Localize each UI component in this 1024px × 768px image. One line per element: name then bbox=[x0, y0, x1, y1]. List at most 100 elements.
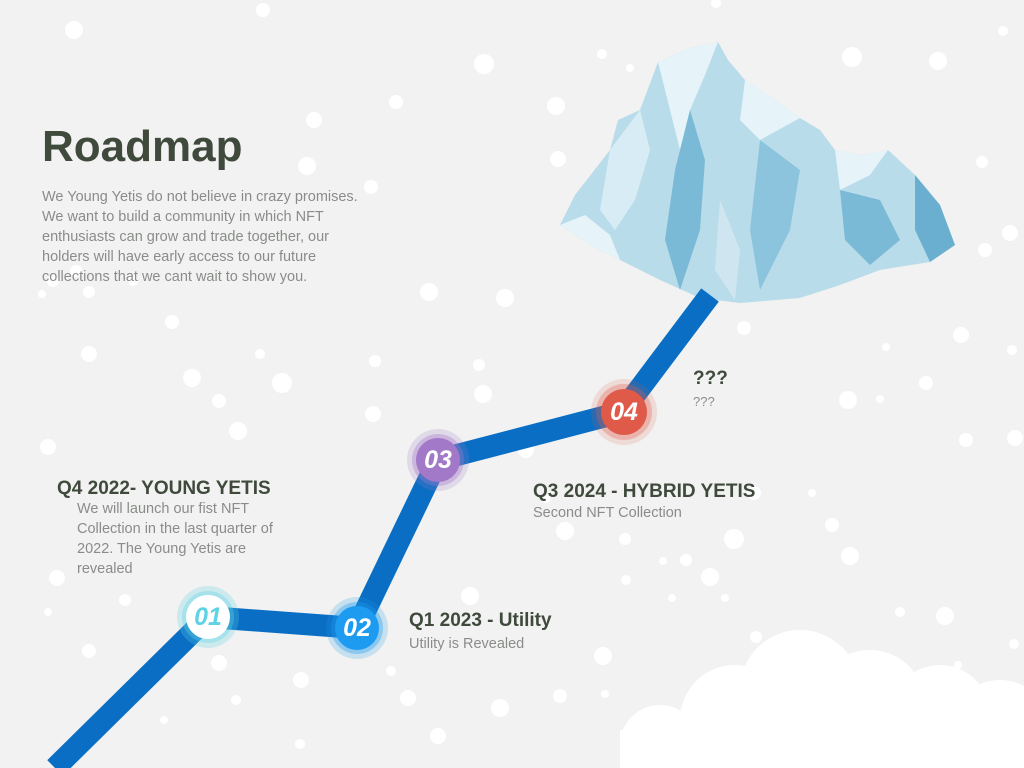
snowflake bbox=[496, 289, 514, 307]
intro-text: We Young Yetis do not believe in crazy p… bbox=[42, 189, 358, 285]
snowflake bbox=[365, 406, 381, 422]
snowflake bbox=[808, 489, 816, 497]
milestone-title-01: Q4 2022- YOUNG YETIS bbox=[57, 478, 271, 499]
snowflake bbox=[619, 533, 631, 545]
snowflake bbox=[594, 647, 612, 665]
milestone-description-01: We will launch our fist NFT Collection i… bbox=[77, 501, 273, 577]
milestone-node-03 bbox=[407, 429, 469, 491]
snowflake bbox=[255, 349, 265, 359]
milestone-title-03: Q3 2024 - HYBRID YETIS bbox=[533, 481, 756, 502]
snowflake bbox=[70, 265, 82, 277]
milestone-number-01: 01 bbox=[194, 603, 222, 631]
snowflake bbox=[978, 243, 992, 257]
snowflake bbox=[597, 49, 607, 59]
snowflake bbox=[747, 486, 761, 500]
snowflake bbox=[895, 607, 905, 617]
snowflake bbox=[81, 346, 97, 362]
snowflake bbox=[38, 290, 46, 298]
snowflake bbox=[550, 151, 566, 167]
snowflake bbox=[47, 275, 59, 287]
snowflake bbox=[1007, 345, 1017, 355]
snowflake bbox=[461, 587, 479, 605]
snowflake bbox=[211, 655, 227, 671]
snowflake bbox=[998, 26, 1008, 36]
snowflake bbox=[882, 343, 890, 351]
snowflake bbox=[473, 359, 485, 371]
snowflake bbox=[601, 690, 609, 698]
snowflake bbox=[825, 518, 839, 532]
milestone-number-03: 03 bbox=[424, 446, 452, 474]
snowflake bbox=[1002, 225, 1018, 241]
roadmap-path bbox=[47, 288, 719, 768]
snowflake bbox=[556, 522, 574, 540]
snowflake bbox=[369, 355, 381, 367]
snowflake bbox=[389, 95, 403, 109]
milestone-node-04 bbox=[591, 379, 657, 445]
snowflake bbox=[659, 557, 667, 565]
milestone-title-02: Q1 2023 - Utility bbox=[409, 610, 552, 631]
snowflake bbox=[750, 631, 762, 643]
snowflake bbox=[1009, 639, 1019, 649]
snowflake bbox=[680, 554, 692, 566]
snowflake bbox=[272, 373, 292, 393]
snowflake bbox=[547, 97, 565, 115]
snowflake bbox=[40, 439, 56, 455]
snowflake bbox=[953, 327, 969, 343]
snowflake bbox=[959, 433, 973, 447]
snowflake bbox=[876, 395, 884, 403]
snowflake bbox=[256, 3, 270, 17]
snowflake bbox=[711, 0, 721, 8]
iceberg-mountain-icon bbox=[560, 42, 955, 303]
snowflake bbox=[553, 689, 567, 703]
snowflake bbox=[842, 47, 862, 67]
snowflakes bbox=[38, 0, 1023, 749]
snowflake bbox=[306, 112, 322, 128]
snowflake bbox=[724, 529, 744, 549]
snowflake bbox=[919, 376, 933, 390]
snowflake bbox=[929, 52, 947, 70]
milestone-description-03: Second NFT Collection bbox=[533, 505, 682, 521]
milestone-node-02 bbox=[326, 597, 388, 659]
snowflake bbox=[841, 547, 859, 565]
snowflake bbox=[65, 21, 83, 39]
snowflake bbox=[49, 570, 65, 586]
snowflake bbox=[420, 283, 438, 301]
snowflake bbox=[474, 54, 494, 74]
snowflake bbox=[976, 156, 988, 168]
snowflake bbox=[400, 690, 416, 706]
snowflake bbox=[229, 422, 247, 440]
milestone-description-02: Utility is Revealed bbox=[409, 636, 525, 652]
snowflake bbox=[626, 64, 634, 72]
milestone-number-04: 04 bbox=[610, 398, 638, 426]
snowflake bbox=[83, 286, 95, 298]
snowflake bbox=[44, 608, 52, 616]
milestone-title-04: ??? bbox=[693, 368, 728, 389]
snowflake bbox=[430, 728, 446, 744]
snowflake bbox=[231, 695, 241, 705]
snowflake bbox=[160, 716, 168, 724]
snowflake bbox=[839, 391, 857, 409]
snowflake bbox=[165, 315, 179, 329]
snowflake bbox=[364, 180, 378, 194]
milestone-number-02: 02 bbox=[343, 614, 371, 642]
snowflake bbox=[293, 672, 309, 688]
snowflake bbox=[82, 644, 96, 658]
milestone-node-01 bbox=[177, 586, 239, 648]
snowflake bbox=[491, 699, 509, 717]
cloud-icon bbox=[620, 630, 1024, 768]
snowflake bbox=[128, 276, 138, 286]
snowflake bbox=[474, 385, 492, 403]
snowflake bbox=[621, 575, 631, 585]
snowflake bbox=[119, 594, 131, 606]
snowflake bbox=[212, 394, 226, 408]
snowflake bbox=[386, 666, 396, 676]
snowflake bbox=[295, 739, 305, 749]
page-title: Roadmap bbox=[42, 122, 243, 171]
snowflake bbox=[701, 568, 719, 586]
snowflake bbox=[541, 493, 551, 503]
snowflake bbox=[668, 594, 676, 602]
snowflake bbox=[298, 157, 316, 175]
snowflake bbox=[737, 321, 751, 335]
snowflake bbox=[183, 369, 201, 387]
